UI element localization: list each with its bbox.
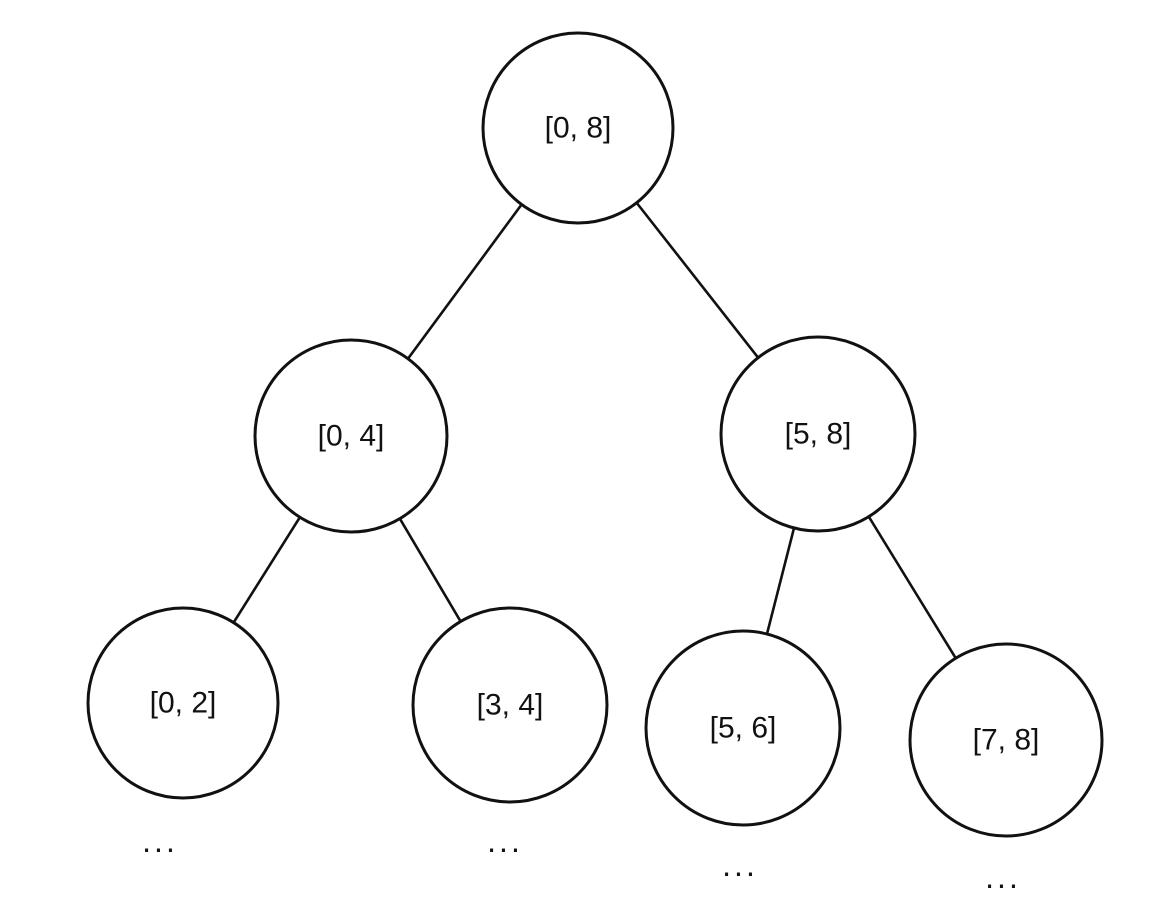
tree-node-n34 <box>411 606 609 804</box>
tree-node-n78 <box>908 642 1104 838</box>
tree-node-root <box>481 31 675 225</box>
tree-node-n04 <box>253 338 449 534</box>
tree-node-label-root: [0, 8] <box>545 112 612 145</box>
ellipsis-mark: ... <box>985 859 1021 895</box>
tree-node-label-n02: [0, 2] <box>150 687 217 720</box>
ellipsis-mark: ... <box>722 847 758 883</box>
tree-node-label-n56: [5, 6] <box>710 712 777 745</box>
tree-node-label-n78: [7, 8] <box>973 724 1040 757</box>
tree-node-n56 <box>644 629 842 827</box>
tree-node-n58 <box>719 335 917 533</box>
tree-node-n02 <box>86 606 280 800</box>
ellipsis-mark: ... <box>487 823 523 859</box>
labels-layer: [0, 8] [0, 4] [5, 8] [0, 2] [3, 4] [5, 6] [7, … <box>150 112 1040 757</box>
tree-node-label-n58: [5, 8] <box>785 418 852 451</box>
tree-node-label-n04: [0, 4] <box>318 420 385 453</box>
tree-node-label-n34: [3, 4] <box>477 689 544 722</box>
ellipsis-mark: ... <box>142 823 178 859</box>
nodes-layer <box>86 31 1104 838</box>
ellipses-layer: ............ <box>142 823 1021 895</box>
